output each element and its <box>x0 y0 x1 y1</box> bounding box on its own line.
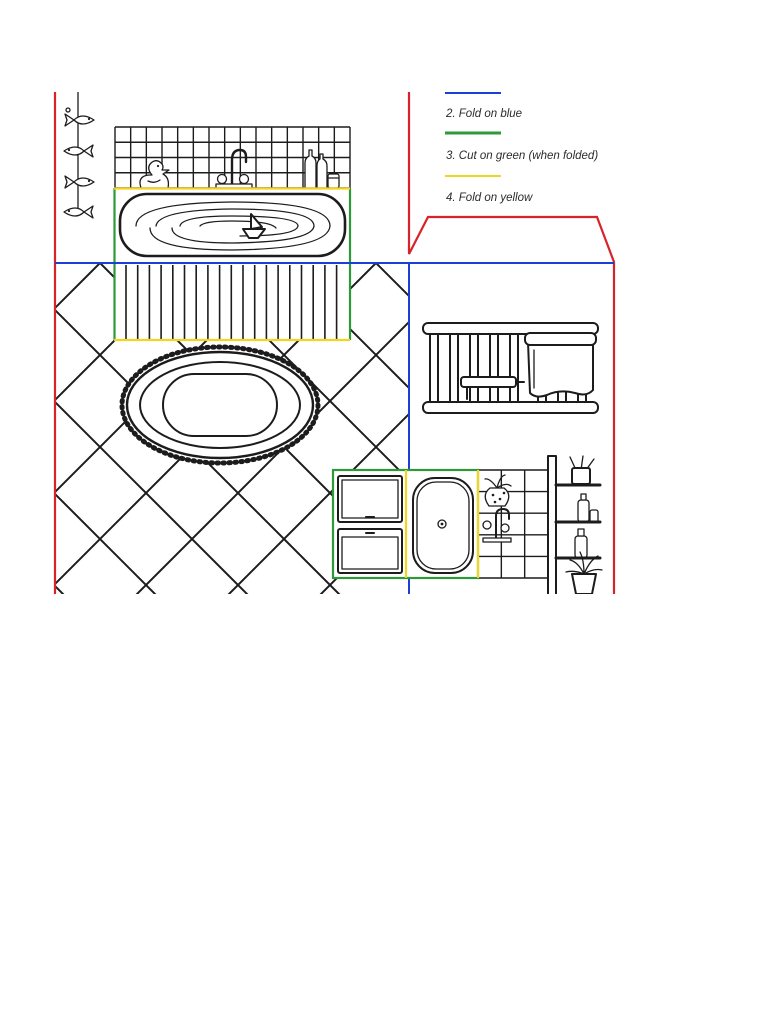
radiator-bar <box>509 332 519 404</box>
floor-tile-line <box>0 150 121 700</box>
bathtub-front-panel <box>114 263 350 340</box>
fish-mobile <box>63 92 95 219</box>
rug-ring <box>139 361 301 449</box>
cabinet-door-bottom <box>337 528 403 574</box>
floor-tile-line <box>54 399 249 594</box>
drain-icon <box>437 519 447 529</box>
legend-label-fold-blue: 2. Fold on blue <box>445 108 522 120</box>
toothbrush-cup-icon <box>569 455 595 485</box>
sink-faucet-icon <box>482 508 512 543</box>
radiator-bar <box>469 332 479 404</box>
floor-tile-line <box>307 150 768 700</box>
floor-tile-line <box>355 150 768 700</box>
floor-tile-line <box>227 412 409 594</box>
bathroom-shelf <box>547 455 603 594</box>
legend-label-cut-green: 3. Cut on green (when folded) <box>446 150 598 162</box>
fish-icon <box>63 205 94 219</box>
bath-faucet-icon <box>215 148 253 190</box>
floor-tile-line <box>54 263 286 495</box>
red-cut-line-roof <box>407 92 616 594</box>
flower-vase-icon <box>484 474 512 507</box>
floor-tile-line <box>190 263 409 482</box>
radiator-top-rail <box>422 322 599 335</box>
potted-plant-icon <box>565 551 603 594</box>
radiator-bar <box>429 332 439 404</box>
rug-center <box>162 373 278 437</box>
radiator-bottom-rail <box>422 401 599 414</box>
radiator-bar <box>449 332 459 404</box>
cut-and-fold-lines <box>53 92 616 594</box>
legend-label-fold-yellow: 4. Fold on yellow <box>446 192 533 204</box>
bottle-icon <box>316 153 328 189</box>
template-sheet <box>0 92 768 700</box>
floor-tile-line <box>583 150 768 700</box>
radiator-bar <box>489 332 499 404</box>
fish-icon <box>64 175 95 189</box>
shelf-post <box>547 455 557 594</box>
instructions-legend: 2. Fold on blue 3. Cut on green (when fo… <box>445 92 598 204</box>
stool-icon <box>460 376 525 400</box>
towel-icon <box>524 332 597 398</box>
cabinet-door-top <box>337 475 403 523</box>
vanity-cabinet <box>337 475 403 574</box>
bathtub <box>114 188 350 263</box>
toy-boat-icon <box>242 213 266 239</box>
vanity-unit <box>331 468 549 580</box>
jar-icon <box>327 173 340 189</box>
bottle-icon <box>304 149 317 189</box>
floor-tile-line <box>0 150 29 700</box>
rug-border <box>125 350 315 460</box>
floor-tile-line <box>399 150 768 700</box>
bath-water-swirl <box>135 201 331 251</box>
bathtub-basin <box>118 192 347 258</box>
bath-bottles <box>304 149 340 189</box>
sink-basin <box>412 477 474 574</box>
towel-radiator <box>422 322 599 414</box>
panel-stripes <box>125 265 338 339</box>
fish-icon <box>63 144 94 158</box>
oval-rug <box>119 344 321 466</box>
floor-tile-line <box>491 150 768 700</box>
bottle-icon <box>577 493 599 523</box>
fish-icon <box>64 107 95 127</box>
floor-tile-line <box>0 150 77 700</box>
rubber-duck-icon <box>139 160 170 189</box>
